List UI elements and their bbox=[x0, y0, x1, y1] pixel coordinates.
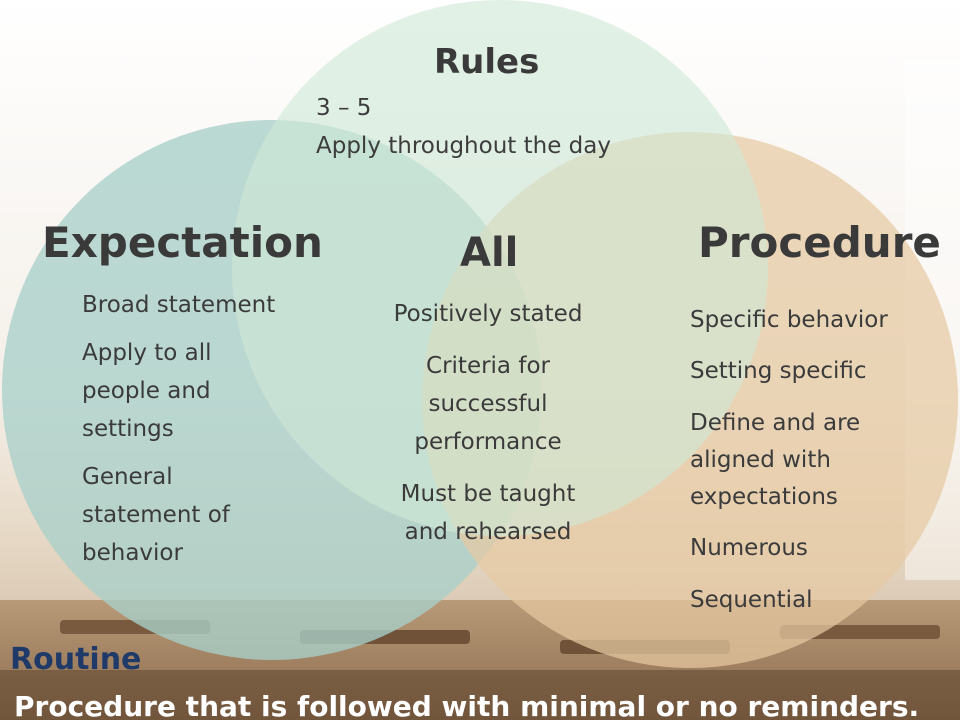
all-item: Criteria for successful performance bbox=[414, 352, 562, 455]
rules-item: 3 – 5 bbox=[316, 95, 372, 121]
all-item: Positively stated bbox=[393, 301, 583, 327]
expectation-item: General statement of behavior bbox=[82, 463, 230, 566]
all-list: Positively stated Criteria for successfu… bbox=[378, 296, 598, 566]
procedure-item: Numerous bbox=[690, 535, 808, 562]
procedure-list: Specific behavior Setting specific Defin… bbox=[690, 302, 910, 633]
procedure-title: Procedure bbox=[698, 218, 941, 267]
all-title: All bbox=[460, 230, 519, 276]
expectation-title: Expectation bbox=[42, 218, 323, 267]
procedure-item: Setting specific bbox=[690, 358, 867, 385]
expectation-item: Apply to all people and settings bbox=[82, 339, 212, 442]
procedure-item: Define and are aligned with expectations bbox=[690, 409, 861, 511]
rules-circle bbox=[232, 0, 768, 536]
procedure-item: Specific behavior bbox=[690, 307, 888, 333]
all-item: Must be taught and rehearsed bbox=[400, 480, 576, 545]
rules-title: Rules bbox=[434, 42, 540, 82]
rules-item: Apply throughout the day bbox=[316, 133, 611, 159]
procedure-item: Sequential bbox=[690, 586, 813, 613]
expectation-list: Broad statement Apply to all people and … bbox=[82, 287, 312, 583]
expectation-item: Broad statement bbox=[82, 292, 276, 318]
routine-description: Procedure that is followed with minimal … bbox=[14, 690, 920, 720]
routine-title: Routine bbox=[10, 642, 142, 677]
